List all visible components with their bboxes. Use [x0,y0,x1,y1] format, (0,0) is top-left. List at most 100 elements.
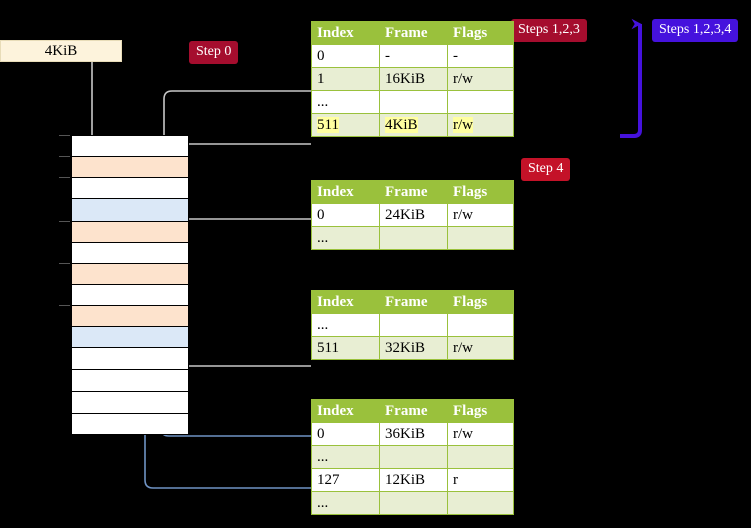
cell-flags [447,445,514,469]
cell-frame: 16KiB [379,67,448,91]
cell-text: r [453,472,458,488]
cell-text: 511 [317,117,339,133]
cell-text: 127 [317,472,340,488]
cell-frame [379,313,448,337]
memory-frame-row [71,347,189,369]
memory-frame-row [71,177,189,198]
badge-step-0[interactable]: Step 0 [189,41,239,64]
cell-flags: r/w [447,203,514,227]
column-header-frame: Frame [379,290,448,314]
cell-frame: 4KiB [379,113,448,137]
cell-flags: r/w [447,422,514,446]
cell-flags: r [447,468,514,492]
column-header-index: Index [311,21,380,45]
table-row[interactable]: 127 12KiB r [311,468,514,492]
column-header-index: Index [311,290,380,314]
cell-text: 0 [317,48,325,64]
column-header-flags: Flags [447,290,514,314]
cell-text: 36KiB [385,426,426,442]
memory-tick-mark [59,156,70,157]
cell-index: 511 [311,113,380,137]
arrow-table1-to-memory [170,143,311,200]
cell-frame: 12KiB [379,468,448,492]
badge-steps-1234[interactable]: Steps 1,2,3,4 [652,19,739,42]
cell-index: ... [311,313,380,337]
cell-flags: r/w [447,336,514,360]
cell-frame: - [379,44,448,68]
memory-frame-row [71,135,189,156]
cell-frame [379,90,448,114]
table-row[interactable]: 0 36KiB r/w [311,422,514,446]
column-header-frame: Frame [379,180,448,204]
label-4kib-text: 4KiB [44,43,78,59]
table-row[interactable]: ... [311,226,514,250]
memory-tick-mark [59,263,70,264]
arrow-steps-loop [620,18,642,138]
cell-index: ... [311,445,380,469]
cell-text: ... [317,230,329,246]
cell-text: r/w [453,71,473,87]
cell-text: r/w [453,117,473,133]
cell-index: 0 [311,422,380,446]
cell-index: ... [311,90,380,114]
cell-frame [379,445,448,469]
table-row[interactable]: 0 -- [311,44,514,68]
cell-frame: 24KiB [379,203,448,227]
physical-memory-column [59,135,189,435]
cell-text: 4KiB [385,117,418,133]
cell-text: ... [317,94,329,110]
column-header-flags: Flags [447,399,514,423]
memory-frame-row [71,284,189,305]
column-header-frame: Frame [379,21,448,45]
cell-index: ... [311,491,380,515]
cell-flags [447,226,514,250]
memory-tick-mark [59,177,70,178]
cell-text: 0 [317,426,325,442]
memory-frame-row [71,391,189,413]
memory-frame-row [71,221,189,242]
cell-index: 0 [311,203,380,227]
column-header-flags: Flags [447,21,514,45]
badge-step-4[interactable]: Step 4 [521,158,571,181]
cell-text: r/w [453,426,473,442]
cell-frame [379,491,448,515]
memory-frame-row [71,326,189,347]
cell-text: 16KiB [385,71,426,87]
cell-flags [447,313,514,337]
cell-text: - [453,48,458,64]
cell-index: 511 [311,336,380,360]
memory-tick-mark [59,305,70,306]
cell-index: 0 [311,44,380,68]
cell-text: r/w [453,340,473,356]
table-row[interactable]: 511 4KiB r/w [311,113,514,137]
memory-frame-row [71,369,189,391]
cell-text: r/w [453,207,473,223]
table-row[interactable]: 511 32KiB r/w [311,336,514,360]
arrow-table3-to-memory [173,306,311,367]
table-row[interactable]: ... [311,90,514,114]
column-header-index: Index [311,399,380,423]
arrow-table2-to-memory [178,218,311,242]
cell-text: 511 [317,340,339,356]
cell-index: 127 [311,468,380,492]
memory-frame-row [71,156,189,177]
memory-tick-mark [59,135,70,136]
column-header-index: Index [311,180,380,204]
cell-text: 32KiB [385,340,426,356]
cell-frame: 36KiB [379,422,448,446]
table-row[interactable]: ... [311,313,514,337]
cell-flags [447,90,514,114]
badge-steps-123[interactable]: Steps 1,2,3 [511,19,587,42]
cell-frame [379,226,448,250]
label-4kib: 4KiB [0,40,122,62]
memory-frame-row [71,263,189,284]
cell-text: ... [317,495,329,511]
table-row[interactable]: ... [311,491,514,515]
table-row[interactable]: ... [311,445,514,469]
